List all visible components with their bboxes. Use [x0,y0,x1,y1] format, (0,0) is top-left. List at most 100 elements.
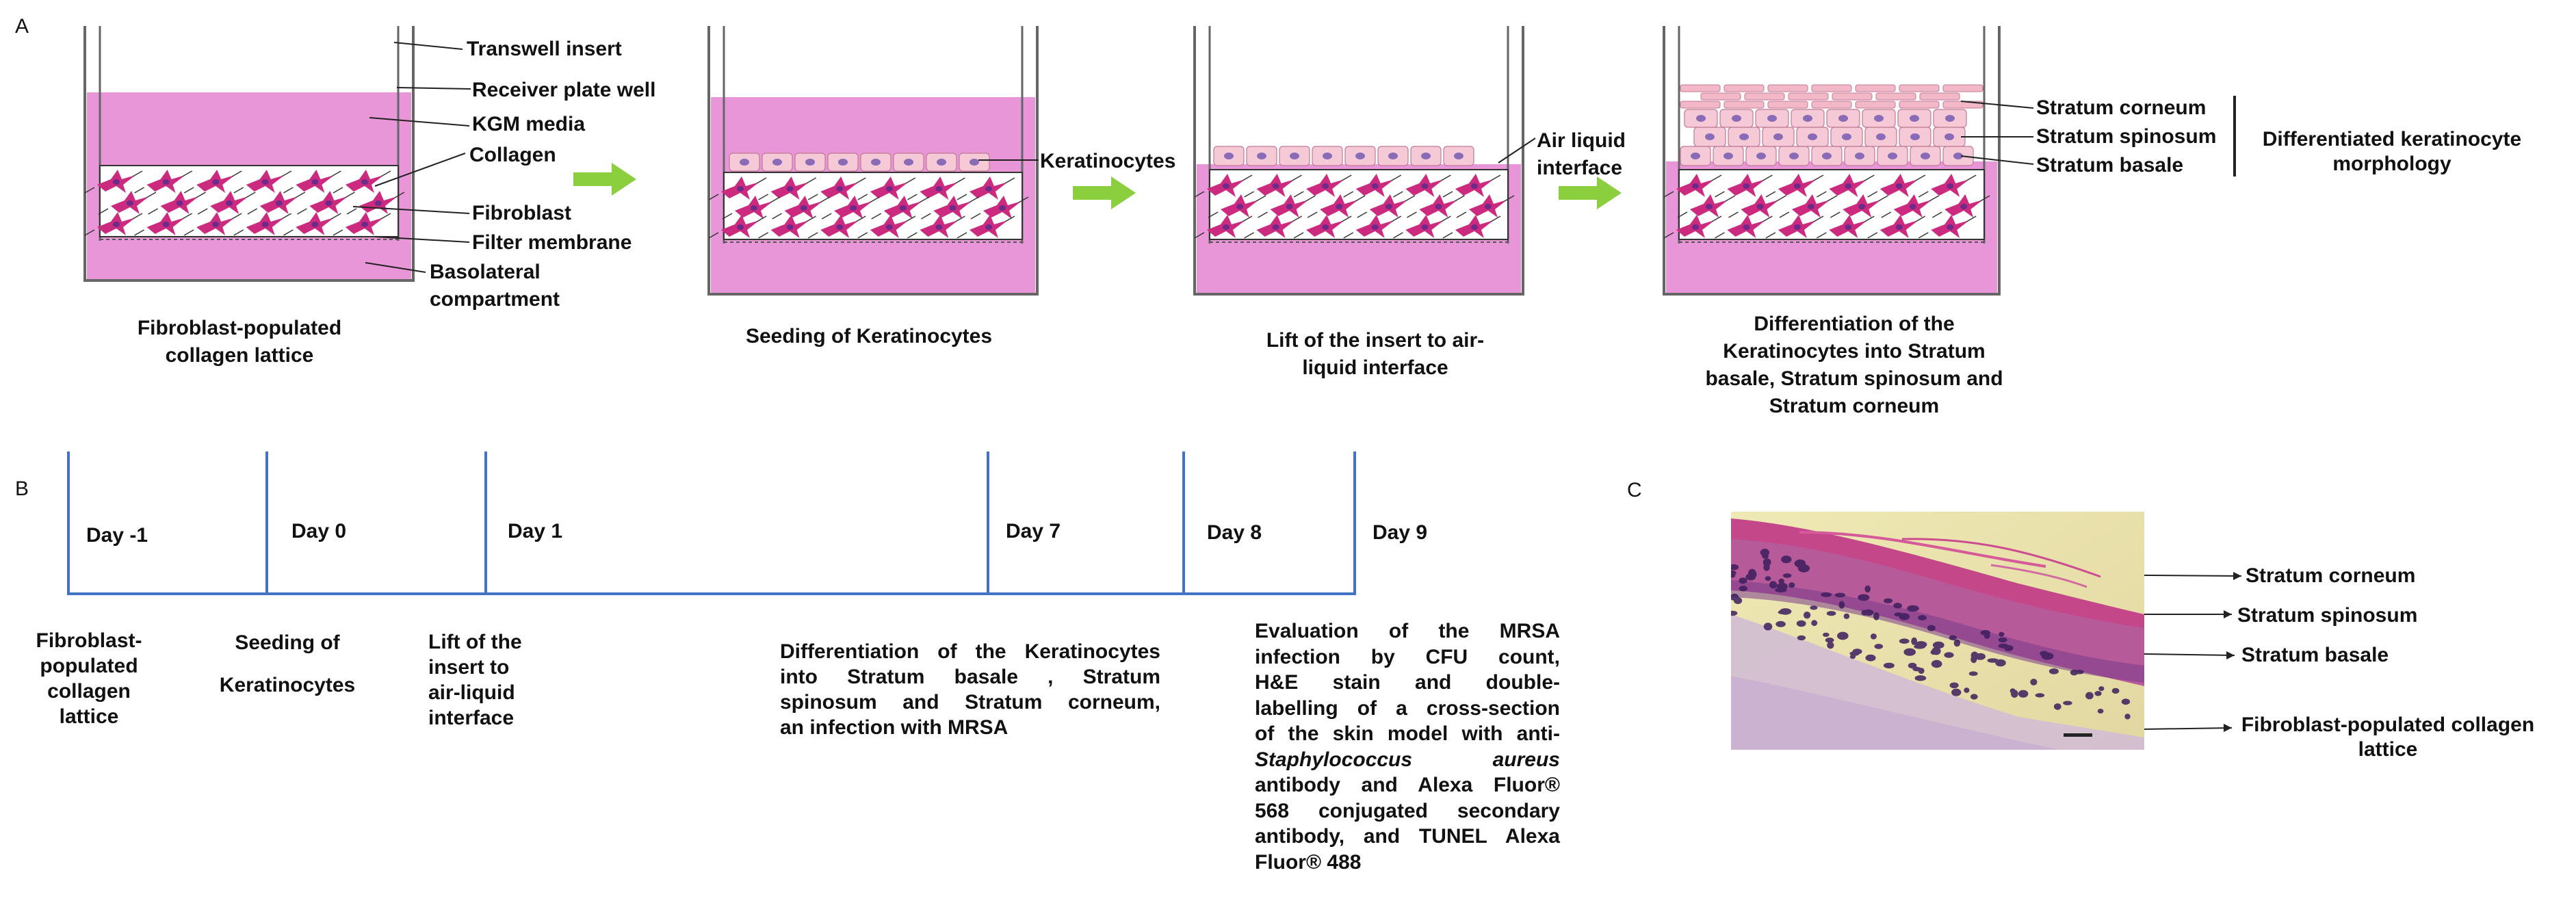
transwell-step2-fibroblast [708,176,767,200]
label-basolateral: Basolateral [430,261,541,283]
caption-step3: Lift of the insert to air- liquid interf… [1266,329,1485,379]
timeline-desc-day1: Lift of the insert to air-liquid interfa… [428,631,522,729]
leader-fibroblast [352,206,470,214]
histology-nucleus [1838,601,1845,609]
stratum-spinosum-cell-nucleus [1944,133,1954,140]
stratum-corneum-cell [1788,92,1829,101]
stratum-basale-cell-nucleus [1822,153,1832,159]
histology-nucleus [1931,659,1942,668]
caption-step2: Seeding of Keratinocytes [745,325,993,348]
transwell-step3-fibroblast [1442,174,1501,198]
leader-transwell [393,42,463,50]
transwell-step1-fibroblast [333,212,391,236]
histology-nucleus [1951,688,1962,696]
caption-step4: Differentiation of the Keratinocytes int… [1705,313,2003,417]
stratum-spinosum-cell-nucleus [1739,133,1749,140]
keratinocyte-cell-nucleus [838,159,848,166]
stratum-spinosum-cell-nucleus [1773,133,1783,140]
transwell-step2-collagen [723,172,1023,240]
histology-nucleus [2048,668,2059,675]
keratinocyte-cell-nucleus [1224,153,1234,159]
histology-nucleus [1731,570,1736,576]
process-arrow-1 [573,163,636,196]
histology-nucleus [1998,637,2007,643]
histology-nucleus [1874,644,1884,649]
transwell-step2 [707,26,1039,296]
histology-nucleus [1843,613,1850,619]
leader-air-liquid [1498,138,1536,163]
process-arrow-3 [1559,176,1622,209]
histology-nucleus [1907,605,1919,612]
arrow-lattice-c-head [2224,724,2232,732]
transwell-step2-fibroblast [807,215,866,239]
stratum-basale-cell-nucleus [1756,153,1766,159]
label-stratum-basale-a: Stratum basale [2036,154,2184,176]
transwell-step1-fibroblast [134,170,192,194]
histology-nucleus [1949,682,1959,689]
histology-nucleus [1915,641,1927,649]
transwell-step4-fibroblast [1867,174,1926,198]
transwell-step4-fibroblast [1677,194,1736,218]
transwell-step3-fibroblast [1393,174,1451,198]
histology-nucleus [1826,611,1836,616]
histology-nucleus [1998,643,2009,649]
timeline-day-1: Day 1 [508,520,563,542]
panel-label-a: A [15,15,29,38]
histology-nucleus [1914,675,1927,681]
histology-nucleus [1931,646,1941,655]
transwell-step4-fibroblast [1663,215,1722,239]
transwell-step2-fibroblast [871,196,930,220]
transwell-step3 [1193,26,1524,296]
histology-nucleus [1803,612,1811,619]
stratum-corneum-cell [1723,101,1765,109]
histology-nucleus [1870,633,1877,640]
histology-nucleus [1999,631,2005,637]
transwell-step1-well [83,26,415,282]
histology-nucleus [2121,698,2131,705]
transwell-step1-fibroblast [98,191,157,215]
transwell-step2-fibroblast [807,176,866,200]
histology-nucleus [2041,652,2054,660]
timeline-day-7: Day 7 [1006,520,1061,542]
transwell-step4-fibroblast [1765,174,1824,198]
transwell-step2-fibroblast [921,196,979,220]
transwell-step4-fibroblast [1728,194,1786,218]
histology-nucleus [1873,612,1879,620]
transwell-step1-fibroblast [247,191,306,215]
histology-nucleus [1980,629,1990,636]
transwell-step2-fibroblast [957,176,1015,200]
transwell-step3-fibroblast [1456,194,1515,218]
histology-nucleus [1796,620,1806,627]
keratinocyte-cell-nucleus [1257,153,1266,159]
timeline-day-0: Day 0 [291,520,347,542]
histology-nucleus [2030,679,2038,685]
histology-nucleus [2111,688,2120,694]
keratinocyte-cell-nucleus [1454,153,1463,159]
stratum-spinosum-cell-nucleus [1767,115,1777,122]
histology-nucleus [1778,578,1784,584]
stratum-corneum-cell [1899,101,1940,109]
stratum-corneum-cell [1855,101,1896,109]
histology-nucleus [1883,662,1895,669]
label-compartment: compartment [430,288,560,311]
transwell-step3-fibroblast [1357,194,1416,218]
histology-nucleus [1765,576,1771,581]
histology-nucleus [1899,638,1910,644]
transwell-step1-fibroblast [283,212,341,236]
stratum-corneum-cell [1767,101,1808,109]
label-stratum-spinosum-c: Stratum spinosum [2237,604,2418,627]
leader-corneum-a [1960,101,2034,109]
transwell-step2-fibroblast [722,196,781,220]
stratum-spinosum-cell-nucleus [1705,133,1715,140]
transwell-step4-fibroblast [1931,194,1990,218]
timeline-day-minus1: Day -1 [86,524,148,547]
histology-nucleus [1953,639,1961,647]
histology-nucleus [2035,693,2045,698]
histology-nucleus [1932,641,1944,649]
timeline-desc-day-minus1: Fibroblast- populated collagen lattice [36,629,142,728]
timeline-day-8: Day 8 [1207,521,1262,544]
transwell-step2-fibroblast [857,215,916,239]
stratum-basale-cell-nucleus [1691,153,1700,159]
stratum-spinosum-cell-nucleus [1945,115,1955,122]
keratinocyte-cell-nucleus [1323,153,1332,159]
